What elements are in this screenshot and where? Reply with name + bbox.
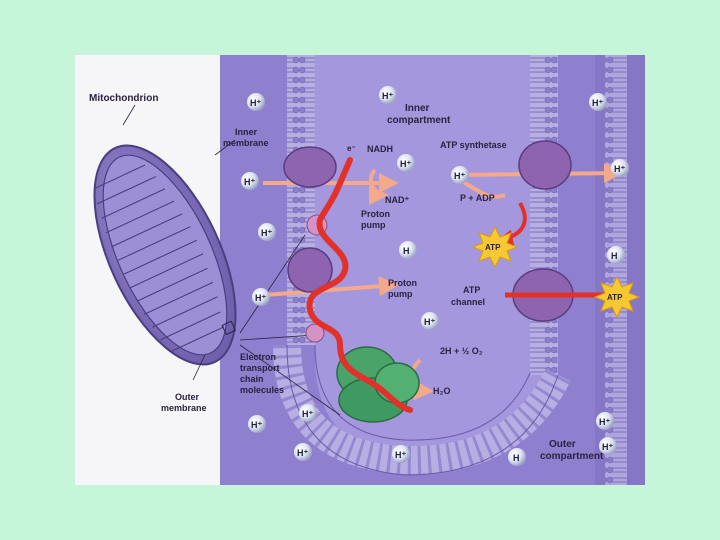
svg-text:H⁺: H⁺ xyxy=(297,448,308,458)
svg-text:H⁺: H⁺ xyxy=(244,177,255,187)
svg-text:H⁺: H⁺ xyxy=(592,98,603,108)
label-outer-membrane-1: Outer xyxy=(175,392,200,402)
svg-text:H⁺: H⁺ xyxy=(250,98,261,108)
h-ion: H⁺ xyxy=(397,154,415,172)
h-ion: H⁺ xyxy=(299,404,317,422)
h-ion: H⁺ xyxy=(611,159,629,177)
svg-text:H⁺: H⁺ xyxy=(382,91,393,101)
label-proton-pump-2b: pump xyxy=(388,289,413,299)
label-atp-channel-1: ATP xyxy=(463,285,480,295)
h-ion: H⁺ xyxy=(247,93,265,111)
svg-text:H⁺: H⁺ xyxy=(251,420,262,430)
label-etc-3: chain xyxy=(240,374,264,384)
label-outer-compartment-1: Outer xyxy=(549,439,576,450)
proton-pump-1 xyxy=(284,147,336,187)
h-ion: H⁺ xyxy=(248,415,266,433)
mitochondria-diagram: Mitochondrion Inner membrane Outer membr… xyxy=(75,55,645,485)
h-ion: H⁺ xyxy=(379,86,397,104)
h-ion: H⁺ xyxy=(294,443,312,461)
label-etc-4: molecules xyxy=(240,385,284,395)
svg-text:H⁺: H⁺ xyxy=(424,317,435,327)
label-outer-compartment-2: compartment xyxy=(540,451,604,462)
h-ion: H⁺ xyxy=(421,312,439,330)
svg-text:H⁺: H⁺ xyxy=(395,450,406,460)
h-ion: H⁺ xyxy=(392,445,410,463)
label-e-minus: e⁻ xyxy=(347,144,356,153)
label-proton-pump-2a: Proton xyxy=(388,278,417,288)
label-etc-1: Electron xyxy=(240,352,276,362)
h-ion: H⁺ xyxy=(451,166,469,184)
label-inner-compartment-1: Inner xyxy=(405,103,430,114)
svg-text:H⁺: H⁺ xyxy=(302,409,313,419)
h-ion: H⁺ xyxy=(596,412,614,430)
atp-synthetase xyxy=(519,141,571,189)
diagram-canvas: Mitochondrion Inner membrane Outer membr… xyxy=(75,55,645,485)
label-mitochondrion: Mitochondrion xyxy=(89,93,158,104)
label-atp-burst-2: ATP xyxy=(607,293,623,302)
h-ion: H xyxy=(607,246,625,264)
svg-text:H⁺: H⁺ xyxy=(261,228,272,238)
svg-text:H⁺: H⁺ xyxy=(602,442,613,452)
svg-text:H⁺: H⁺ xyxy=(400,159,411,169)
label-nadh: NADH xyxy=(367,144,393,154)
svg-text:H: H xyxy=(513,453,520,463)
label-atp-channel-2: channel xyxy=(451,297,485,307)
label-proton-pump-1a: Proton xyxy=(361,209,390,219)
label-nad-plus: NAD⁺ xyxy=(385,195,409,205)
h-ion: H⁺ xyxy=(599,437,617,455)
h-ion: H⁺ xyxy=(252,288,270,306)
label-etc-2: transport xyxy=(240,363,280,373)
svg-text:H⁺: H⁺ xyxy=(255,293,266,303)
h-ion: H xyxy=(508,448,526,466)
label-outer-membrane-2: membrane xyxy=(161,403,207,413)
label-atp-synthetase: ATP synthetase xyxy=(440,140,507,150)
h-ion: H⁺ xyxy=(241,172,259,190)
inner-membrane-right xyxy=(530,55,558,375)
label-water-equation: 2H + ½ O₂ xyxy=(440,346,483,356)
h-ion: H xyxy=(399,241,417,259)
label-h2o: H₂O xyxy=(433,386,451,396)
svg-text:H⁺: H⁺ xyxy=(454,171,465,181)
svg-text:H: H xyxy=(403,246,410,256)
label-atp-burst-1: ATP xyxy=(485,243,501,252)
label-inner-membrane-1: Inner xyxy=(235,127,258,137)
svg-text:H: H xyxy=(611,251,618,261)
h-ion: H⁺ xyxy=(258,223,276,241)
label-p-adp: P + ADP xyxy=(460,193,495,203)
svg-text:H⁺: H⁺ xyxy=(614,164,625,174)
h-ion: H⁺ xyxy=(589,93,607,111)
svg-text:H⁺: H⁺ xyxy=(599,417,610,427)
label-proton-pump-1b: pump xyxy=(361,220,386,230)
label-inner-membrane-2: membrane xyxy=(223,138,269,148)
label-inner-compartment-2: compartment xyxy=(387,115,451,126)
